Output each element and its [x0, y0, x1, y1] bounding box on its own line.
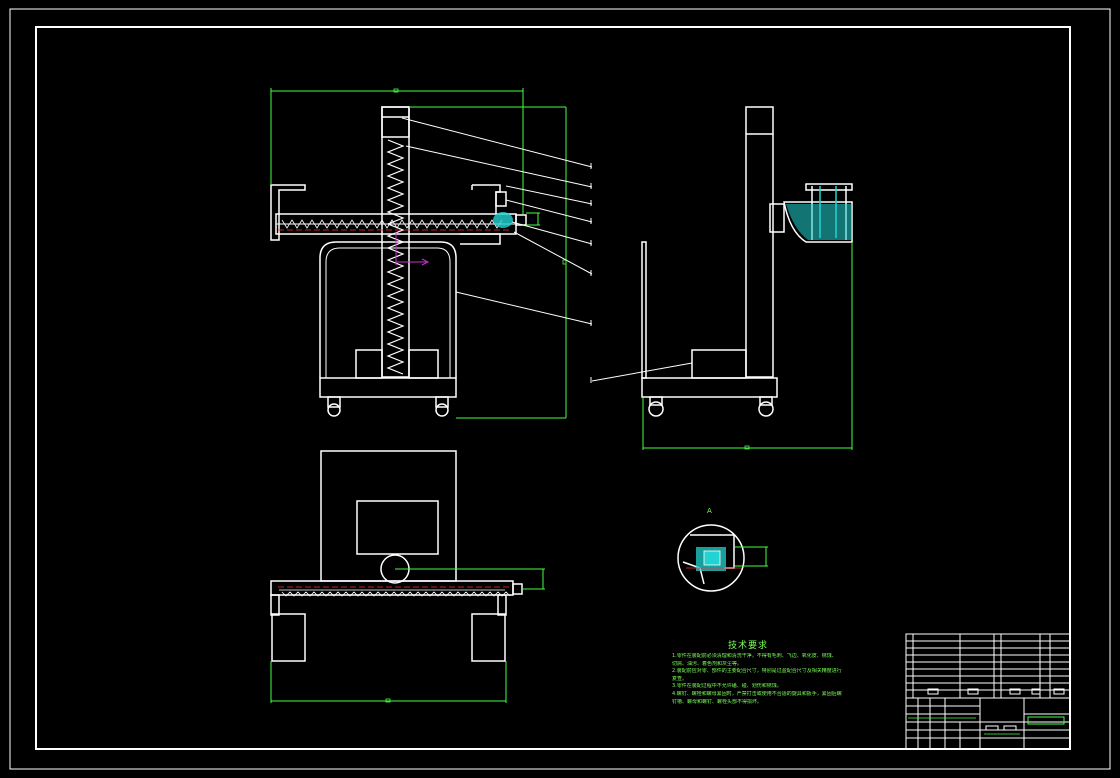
top-foot-right: [471, 613, 506, 662]
top-lead-screw: [281, 591, 511, 597]
inner-border: [35, 26, 1071, 750]
front-view: [270, 106, 527, 417]
side-dimensions: [642, 242, 853, 450]
front-section-hatch: [493, 212, 513, 228]
front-base: [319, 377, 457, 398]
side-base: [641, 377, 778, 398]
side-caster-right: [759, 396, 773, 406]
side-section-hatch: [786, 204, 852, 240]
detail-view: [677, 524, 768, 592]
side-frame: [641, 241, 647, 379]
technical-requirements-title: 技术要求: [728, 641, 769, 651]
front-dimensions: [270, 88, 567, 419]
outer-border: [9, 8, 1111, 770]
horizontal-lead-screw: [281, 219, 503, 229]
title-block: [905, 633, 1071, 750]
technical-requirements: 1.零件在装配前必须清理和清洗干净，不得有毛刺、飞边、氧化皮、锈蚀、 切屑、油污…: [672, 653, 842, 706]
front-caster-left: [327, 396, 341, 408]
side-column: [745, 106, 774, 378]
side-caster-left: [649, 396, 663, 406]
left-end-bracket: [270, 184, 306, 241]
top-foot-left: [271, 613, 306, 662]
front-column-top: [381, 106, 410, 138]
requirement-line: 3.零件在装配过程中不允许磕、碰、划伤和锈蚀。: [672, 683, 782, 690]
detail-label: A: [707, 507, 712, 515]
requirement-line: 钉槽、螺母和螺钉、螺栓头部不得损坏。: [672, 698, 763, 705]
requirement-line: 1.零件在装配前必须清理和清洗干净，不得有毛刺、飞边、氧化皮、锈蚀、: [672, 653, 837, 659]
top-body: [320, 450, 457, 582]
top-dimensions: [270, 569, 545, 703]
requirement-line: 2.装配前应对零、部件的主要配合尺寸，特别是过盈配合尺寸及相关精度进行: [672, 668, 842, 675]
leader-lines: [401, 117, 693, 382]
front-caster-right: [435, 396, 449, 408]
detail-circle: [677, 524, 745, 592]
side-carriage: [783, 201, 853, 243]
requirement-line: 复查。: [672, 675, 688, 682]
top-window: [356, 500, 439, 555]
top-view: [270, 450, 523, 662]
requirement-line: 4.螺钉、螺栓和螺母紧固时，严禁打击或使用不合适的旋具和扳手，紧固后螺: [672, 690, 842, 697]
requirement-line: 切屑、油污、着色剂和灰尘等。: [672, 660, 743, 667]
front-body-frame: [319, 241, 457, 378]
side-view: [641, 106, 853, 417]
right-nozzle: [515, 214, 527, 226]
